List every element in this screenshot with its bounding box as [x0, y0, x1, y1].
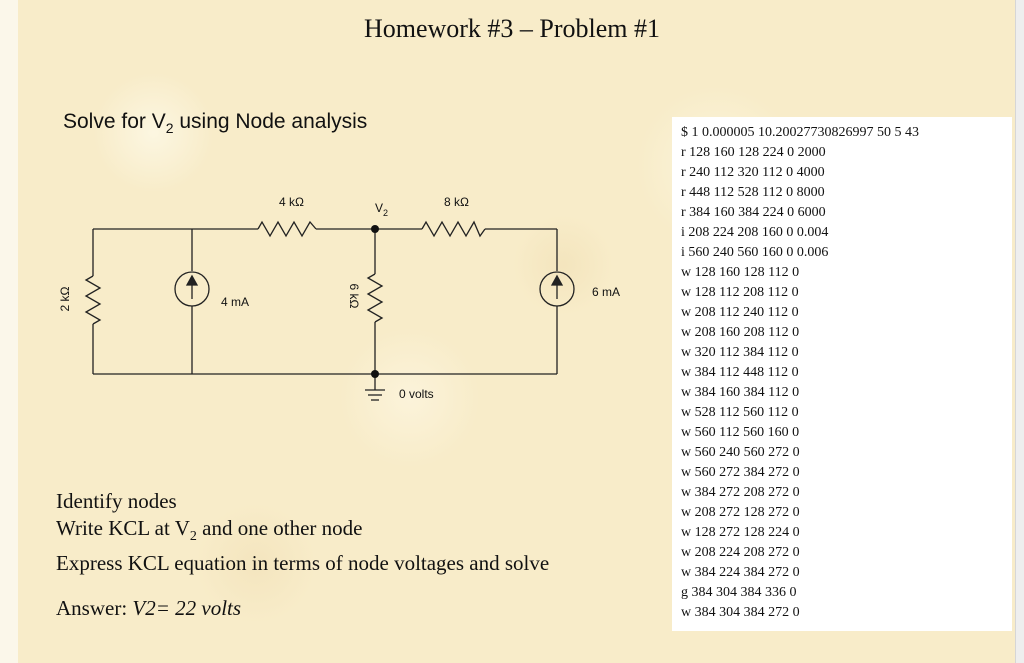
netlist-line: w 560 240 560 272 0 — [681, 445, 800, 460]
resistor-2k — [84, 275, 102, 325]
resistor-6k — [366, 273, 384, 323]
netlist-line: w 384 272 208 272 0 — [681, 485, 800, 500]
netlist-line: w 208 160 208 112 0 — [681, 325, 800, 340]
resistor-8k — [421, 220, 486, 238]
netlist-line: r 128 160 128 224 0 2000 — [681, 145, 826, 160]
netlist-line: w 320 112 384 112 0 — [681, 345, 799, 360]
arrow-up-icon — [550, 274, 564, 286]
netlist-line: w 208 224 208 272 0 — [681, 545, 800, 560]
node-ground-dot — [371, 370, 379, 378]
step-kcl-post: and one other node — [196, 516, 363, 540]
answer-value: V2= 22 volts — [132, 596, 242, 620]
netlist-line: w 128 160 128 112 0 — [681, 265, 800, 280]
netlist-line: w 384 160 384 112 0 — [681, 385, 800, 400]
instruction-steps: Identify nodes Write KCL at V2 and one o… — [56, 488, 549, 577]
netlist-line: r 240 112 320 112 0 4000 — [681, 165, 825, 180]
netlist-line: g 384 304 384 336 0 — [681, 585, 797, 600]
label-4ma: 4 mA — [221, 295, 249, 309]
step-express-kcl: Express KCL equation in terms of node vo… — [56, 551, 550, 576]
netlist-line: w 384 224 384 272 0 — [681, 565, 800, 580]
prompt-text-pre: Solve for V — [63, 110, 166, 133]
node-label-v2: V2 — [375, 201, 388, 218]
netlist-line: w 560 112 560 160 0 — [681, 425, 800, 440]
netlist-line: w 384 304 384 272 0 — [681, 605, 800, 620]
netlist-line: r 448 112 528 112 0 8000 — [681, 185, 825, 200]
netlist-line: $ 1 0.000005 10.20027730826997 50 5 43 — [681, 125, 919, 140]
answer-label: Answer: — [56, 596, 133, 620]
step-write-kcl: Write KCL at V2 and one other node — [56, 515, 549, 550]
label-2k: 2 kΩ — [58, 286, 72, 311]
netlist-line: i 208 224 208 160 0 0.004 — [681, 225, 829, 240]
netlist-panel: $ 1 0.000005 10.20027730826997 50 5 43 r… — [672, 117, 1012, 631]
netlist-line: w 528 112 560 112 0 — [681, 405, 799, 420]
scrollbar-track[interactable] — [1015, 0, 1024, 663]
netlist-line: w 560 272 384 272 0 — [681, 465, 800, 480]
step-kcl-pre: Write KCL at V — [56, 516, 190, 540]
resistor-4k — [257, 220, 317, 238]
label-8k: 8 kΩ — [444, 195, 469, 209]
node-v2-dot — [371, 225, 379, 233]
netlist-line: r 384 160 384 224 0 6000 — [681, 205, 826, 220]
netlist-line: w 128 112 208 112 0 — [681, 285, 799, 300]
netlist-line: w 208 112 240 112 0 — [681, 305, 799, 320]
prompt-subscript: 2 — [165, 120, 174, 137]
netlist-line: w 208 272 128 272 0 — [681, 505, 800, 520]
label-ground: 0 volts — [399, 387, 434, 401]
label-4k: 4 kΩ — [279, 195, 304, 209]
circuit-diagram: 4 kΩ 8 kΩ 4 mA 6 mA 0 volts V2 2 kΩ 6 kΩ — [58, 195, 620, 401]
prompt-text-post: using Node analysis — [173, 110, 368, 133]
netlist-line: i 560 240 560 160 0 0.006 — [681, 245, 829, 260]
step-kcl-sub: 2 — [189, 529, 197, 545]
slide-title: Homework #3 – Problem #1 — [363, 14, 661, 43]
left-edge — [0, 0, 18, 663]
step-identify-nodes: Identify nodes — [56, 489, 177, 513]
netlist-line: w 128 272 128 224 0 — [681, 525, 800, 540]
answer-line: Answer: V2= 22 volts — [56, 596, 241, 621]
netlist-line: w 384 112 448 112 0 — [681, 365, 799, 380]
label-6k: 6 kΩ — [347, 284, 361, 309]
problem-prompt: Solve for V2 using Node analysis — [63, 110, 367, 136]
arrow-up-icon — [185, 274, 199, 286]
label-6ma: 6 mA — [592, 285, 620, 299]
